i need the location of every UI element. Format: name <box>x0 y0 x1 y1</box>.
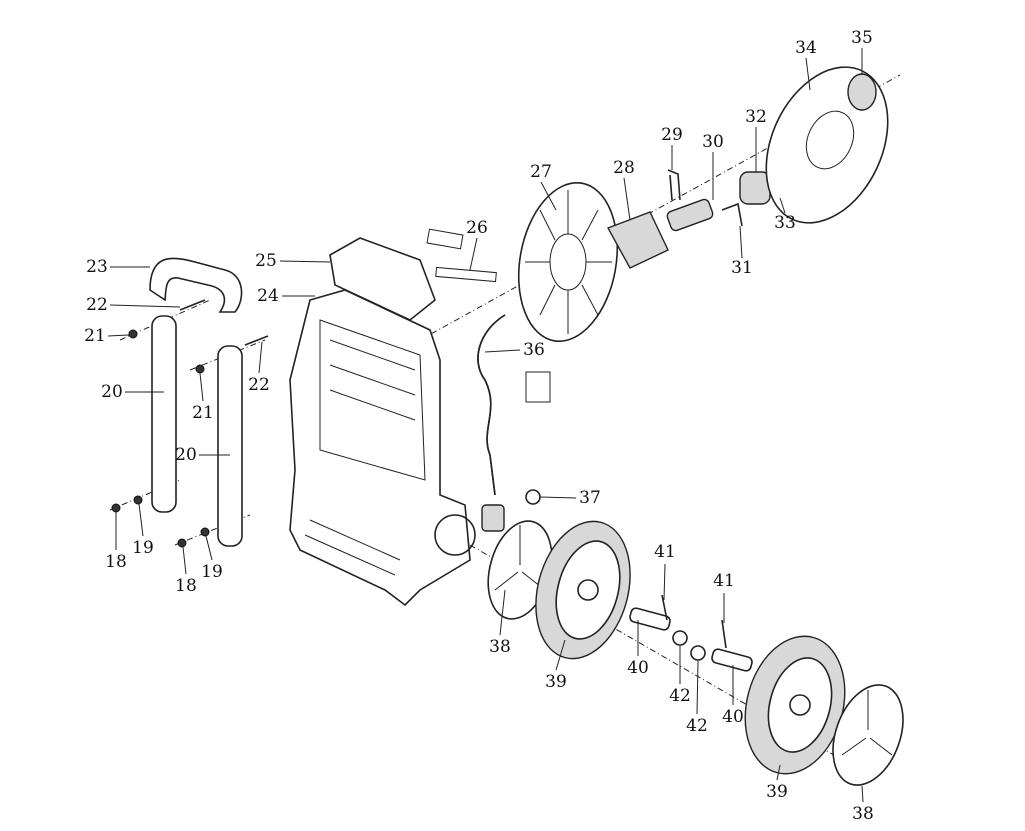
part-label-42a: 42 <box>669 686 691 706</box>
part-label-18a: 18 <box>105 552 127 572</box>
part-label-25: 25 <box>255 251 277 271</box>
reel-drum-part-28 <box>606 211 669 269</box>
part-label-24: 24 <box>257 286 279 306</box>
part-label-40b: 40 <box>722 707 744 727</box>
body-wheel-hub <box>434 514 476 556</box>
wheel-rim-left <box>555 540 621 640</box>
part-label-29: 29 <box>661 125 683 145</box>
handle-part-23 <box>149 257 243 313</box>
part-label-34: 34 <box>795 38 817 58</box>
washer-part-19a <box>133 495 143 505</box>
part-label-42b: 42 <box>686 716 708 736</box>
part-label-35: 35 <box>851 28 873 48</box>
part-label-21b: 21 <box>192 403 214 423</box>
body-frame-part-24 <box>289 289 471 607</box>
assembly-axis-lower <box>469 544 861 771</box>
part-label-33: 33 <box>774 213 796 233</box>
hose-connector <box>481 504 505 532</box>
label-sticker-26b <box>435 266 497 283</box>
washer-part-42a <box>672 630 688 646</box>
nut-part-21b <box>195 364 205 374</box>
hubcap-part-38-right <box>832 684 904 786</box>
part-label-36: 36 <box>523 340 545 360</box>
part-label-22b: 22 <box>248 375 270 395</box>
label-sticker <box>525 371 551 403</box>
washer-part-19b <box>200 527 210 537</box>
pin-part-41b <box>721 619 727 649</box>
reel-end-disc-hub <box>805 110 855 170</box>
part-label-37: 37 <box>579 488 601 508</box>
part-label-26: 26 <box>466 218 488 238</box>
nut-part-21a <box>128 329 138 339</box>
wheel-hub-left <box>577 579 599 601</box>
part-label-23: 23 <box>86 257 108 277</box>
part-label-40a: 40 <box>627 658 649 678</box>
part-label-28: 28 <box>613 158 635 178</box>
part-label-38b: 38 <box>852 804 874 824</box>
clip-part-31 <box>721 202 743 227</box>
top-cover-part-25 <box>329 237 436 321</box>
body-frame-ribs <box>304 319 426 576</box>
part-label-22a: 22 <box>86 295 108 315</box>
part-label-31: 31 <box>731 258 753 278</box>
clip-part-29 <box>667 169 681 201</box>
hose-clip-part-37 <box>525 489 541 505</box>
part-label-32: 32 <box>745 107 767 127</box>
screw-part-22a <box>179 299 206 311</box>
swivel-part-32 <box>739 171 771 205</box>
axle-part-40a <box>629 607 671 631</box>
part-label-20b: 20 <box>175 445 197 465</box>
reel-disc-spokes <box>525 190 612 334</box>
screw-part-18a <box>111 503 121 513</box>
label-sticker-26a <box>426 228 464 250</box>
hubcap-spokes-right <box>841 690 893 756</box>
hose-highlight <box>477 314 506 496</box>
tube-part-20-right <box>217 345 243 547</box>
leader-lines <box>107 48 864 803</box>
part-label-41a: 41 <box>654 542 676 562</box>
part-label-41b: 41 <box>713 571 735 591</box>
part-label-30: 30 <box>702 132 724 152</box>
wheel-rim-right <box>767 657 833 753</box>
part-label-19b: 19 <box>201 562 223 582</box>
tube-part-20-left <box>151 315 177 513</box>
screw-part-22b <box>244 335 269 346</box>
axle-part-40b <box>711 648 753 672</box>
washer-part-42b <box>690 645 706 661</box>
part-label-20a: 20 <box>101 382 123 402</box>
coupling-part-30 <box>666 198 714 232</box>
reel-disc-part-27 <box>517 181 619 343</box>
pin-part-41a <box>661 594 668 621</box>
part-label-38a: 38 <box>489 637 511 657</box>
crank-knob-part-35 <box>847 73 877 111</box>
part-label-19a: 19 <box>132 538 154 558</box>
part-label-18b: 18 <box>175 576 197 596</box>
wheel-hub-right <box>789 694 811 716</box>
part-label-39a: 39 <box>545 672 567 692</box>
screw-part-18b <box>177 538 187 548</box>
part-label-27: 27 <box>530 162 552 182</box>
reel-end-disc-part-34 <box>765 66 889 224</box>
part-label-39b: 39 <box>766 782 788 802</box>
part-label-21a: 21 <box>84 326 106 346</box>
